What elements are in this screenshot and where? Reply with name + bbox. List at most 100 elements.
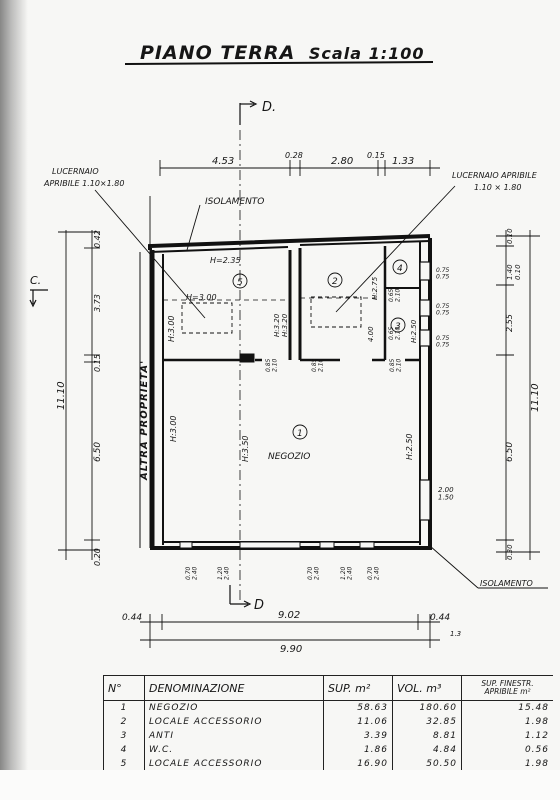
opening-d4: 0.652.10 — [388, 288, 402, 302]
dim-left-e: 0.20 — [93, 548, 102, 566]
legend-header-volume: VOL. m³ — [392, 675, 462, 701]
width-400: 4.00 — [367, 326, 375, 342]
row-window: 1.98 — [524, 759, 549, 769]
row-area: 11.06 — [323, 715, 393, 729]
leader-lines — [94, 185, 548, 589]
row-number: 5 — [103, 757, 145, 771]
walls — [139, 234, 432, 550]
dim-right-b: 1.40 — [506, 264, 514, 280]
height-235: H=2.35 — [210, 256, 241, 265]
dim-left-a: 0.42 — [93, 230, 102, 248]
dim-right-a: 0.10 — [506, 228, 514, 244]
title-scale: Scala 1:100 — [308, 44, 425, 63]
height-250: H:2.50 — [410, 319, 418, 343]
row-window: 1.12 — [524, 731, 549, 741]
dim-left-total: 11.10 — [56, 381, 67, 410]
dim-line-right — [496, 230, 540, 560]
height-300-top: H=3.00 — [186, 293, 217, 302]
dim-line-top — [159, 160, 440, 176]
opening-b4: 1.202.40 — [340, 566, 354, 580]
height-300-v: H:3.00 — [167, 315, 176, 342]
label-skylight-right-2: 1.10 × 1.80 — [474, 183, 521, 192]
title-underline — [124, 61, 434, 65]
row-window: 0.56 — [524, 745, 549, 755]
label-skylight-left: LUCERNAIO — [52, 167, 99, 176]
label-isolamento-bottom: ISOLAMENTO — [480, 579, 533, 588]
page-margin-bottom — [0, 770, 560, 800]
row-number: 3 — [103, 729, 145, 743]
label-skylight-left-2: APRIBILE 1.10×1.80 — [43, 179, 124, 188]
row-area: 1.86 — [323, 743, 393, 757]
height-275: H:2.75 — [371, 276, 379, 300]
table-row: 4 W.C. 1.86 4.84 0.56 — [103, 743, 554, 757]
dim-left-c: 0.15 — [93, 354, 102, 372]
drawing-title: PIANO TERRA Scala 1:100 — [140, 42, 425, 64]
opening-b5: 0.702.40 — [367, 566, 381, 580]
dim-right-c: 2.55 — [505, 314, 514, 332]
row-volume: 8.81 — [392, 729, 462, 743]
table-row: 3 ANTI 3.39 8.81 1.12 — [103, 729, 554, 743]
row-name: W.C. — [144, 743, 324, 757]
room-number-2: 2 — [332, 277, 338, 287]
height-320b: H:3.20 — [281, 313, 289, 337]
room-number-1: 1 — [297, 429, 303, 439]
table-row: 1 NEGOZIO 58.63 180.60 15.48 — [103, 700, 554, 715]
dim-bottom-left: 0.44 — [122, 613, 142, 623]
row-area: 16.90 — [323, 757, 393, 771]
row-name: NEGOZIO — [144, 700, 324, 715]
dim-top-5: 1.33 — [392, 156, 414, 167]
section-label-bottom: D — [254, 598, 264, 613]
opening-b3: 0.702.40 — [307, 566, 321, 580]
row-number: 2 — [103, 715, 145, 729]
dim-bottom-total: 9.90 — [280, 644, 302, 655]
height-350: H:3.50 — [241, 435, 250, 462]
room-number-5: 5 — [237, 278, 243, 288]
height-320a: H:3.20 — [273, 313, 281, 337]
dim-right-total: 11.10 — [530, 383, 541, 412]
height-300-v2: H:3.00 — [169, 415, 178, 442]
room-number-markers — [232, 259, 408, 440]
row-window: 1.98 — [524, 717, 549, 727]
legend-header-number: N° — [103, 675, 145, 701]
dim-top-3: 2.80 — [331, 156, 353, 167]
section-mark-left — [29, 289, 48, 308]
row-window: 15.48 — [518, 703, 549, 713]
row-area: 58.63 — [323, 700, 393, 715]
dim-left-d: 6.50 — [93, 442, 103, 462]
row-name: LOCALE ACCESSORIO — [144, 715, 324, 729]
row-volume: 50.50 — [392, 757, 462, 771]
dim-top-2: 0.28 — [285, 151, 303, 160]
label-skylight-right: LUCERNAIO APRIBILE — [452, 171, 538, 180]
label-negozio: NEGOZIO — [268, 452, 310, 462]
section-mark-top — [239, 100, 258, 600]
opening-d5: 0.652.10 — [388, 326, 402, 340]
dim-top-4: 0.15 — [367, 151, 385, 160]
legend-header-row: N° DENOMINAZIONE SUP. m² VOL. m³ SUP. FI… — [103, 675, 553, 701]
opening-d2: 0.852.10 — [311, 358, 325, 372]
row-volume: 4.84 — [392, 743, 462, 757]
dim-right-d: 6.50 — [505, 442, 515, 462]
dim-bottom-right: 0.44 — [430, 613, 450, 623]
opening-d1: 0.852.10 — [265, 358, 279, 372]
dim-line-bottom — [140, 614, 440, 648]
row-volume: 180.60 — [392, 700, 462, 715]
table-row: 5 LOCALE ACCESSORIO 16.90 50.50 1.98 — [103, 757, 554, 771]
section-label-top: D. — [262, 100, 276, 115]
legend-table: N° DENOMINAZIONE SUP. m² VOL. m³ SUP. FI… — [103, 675, 553, 771]
dim-right-e: 0.30 — [506, 544, 514, 560]
scan-shadow — [0, 0, 28, 800]
room-number-3: 3 — [395, 322, 401, 332]
label-isolamento-top: ISOLAMENTO — [205, 197, 264, 207]
height-250b: H:2.50 — [405, 433, 414, 460]
dim-top-1: 4.53 — [212, 156, 234, 167]
row-number: 4 — [103, 743, 145, 757]
dim-line-left — [58, 230, 100, 560]
label-altra-proprieta: ALTRA PROPRIETA' — [139, 360, 150, 481]
opening-b1: 0.702.40 — [185, 566, 199, 580]
opening-b2: 1.202.40 — [217, 566, 231, 580]
